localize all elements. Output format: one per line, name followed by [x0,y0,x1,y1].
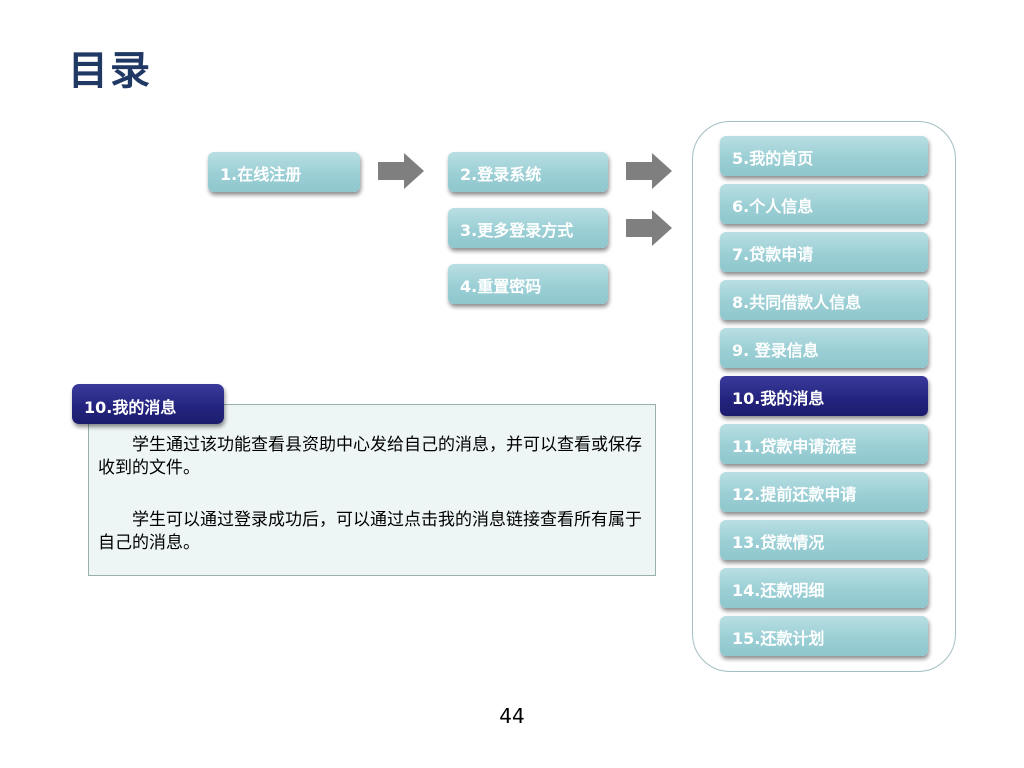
menu-item-repayment-details[interactable]: 14.还款明细 [720,568,928,608]
page-title: 目录 [68,48,152,94]
login-button[interactable]: 2.登录系统 [448,152,608,192]
description-paragraph: 学生通过该功能查看县资助中心发给自己的消息，并可以查看或保存收到的文件。 [98,435,642,478]
right-arrow-icon [378,153,424,189]
menu-item-personal-info[interactable]: 6.个人信息 [720,184,928,224]
more-login-button[interactable]: 3.更多登录方式 [448,208,608,248]
reset-password-button[interactable]: 4.重置密码 [448,264,608,304]
right-arrow-icon [626,210,672,246]
right-arrow-icon [626,153,672,189]
description-paragraph: 学生可以通过登录成功后，可以通过点击我的消息链接查看所有属于自己的消息。 [98,510,642,553]
description-heading: 10.我的消息 [72,384,224,424]
menu-item-loan-process[interactable]: 11.贷款申请流程 [720,424,928,464]
page-number: 44 [499,704,525,728]
menu-item-login-info[interactable]: 9. 登录信息 [720,328,928,368]
menu-item-my-messages[interactable]: 10.我的消息 [720,376,928,416]
menu-item-early-repayment[interactable]: 12.提前还款申请 [720,472,928,512]
menu-item-repayment-plan[interactable]: 15.还款计划 [720,616,928,656]
menu-item-home[interactable]: 5.我的首页 [720,136,928,176]
menu-item-co-borrower-info[interactable]: 8.共同借款人信息 [720,280,928,320]
menu-item-loan-application[interactable]: 7.贷款申请 [720,232,928,272]
menu-item-loan-status[interactable]: 13.贷款情况 [720,520,928,560]
register-button[interactable]: 1.在线注册 [208,152,360,192]
description-box [88,404,656,576]
